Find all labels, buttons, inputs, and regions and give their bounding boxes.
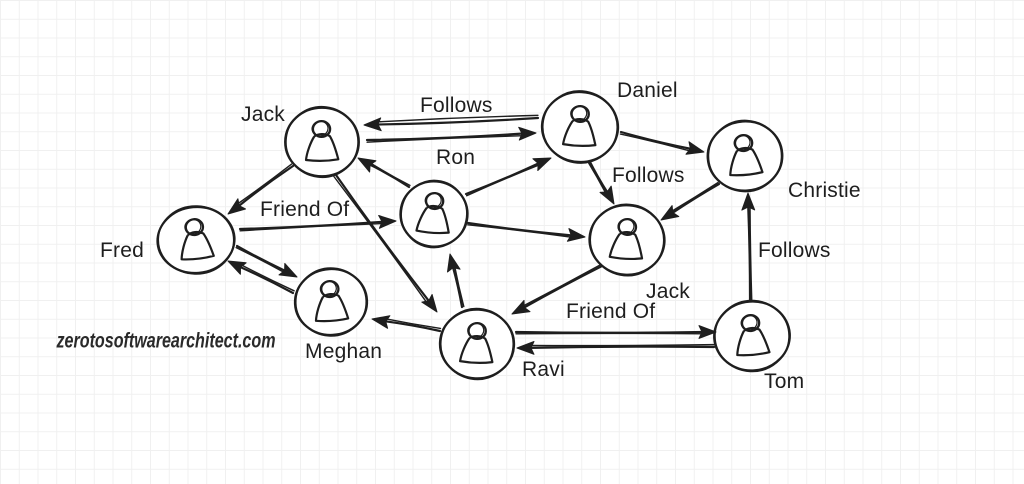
svg-text:Follows: Follows — [758, 239, 831, 262]
svg-text:Fred: Fred — [100, 239, 144, 262]
svg-text:Ron: Ron — [436, 146, 475, 169]
svg-text:Jack: Jack — [646, 280, 690, 303]
svg-text:Follows: Follows — [420, 94, 493, 117]
svg-text:Meghan: Meghan — [305, 340, 382, 363]
svg-text:Follows: Follows — [612, 164, 685, 187]
svg-text:zerotosoftwarearchitect.com: zerotosoftwarearchitect.com — [56, 330, 276, 353]
svg-text:Tom: Tom — [764, 370, 804, 393]
svg-text:Friend Of: Friend Of — [566, 300, 655, 323]
svg-text:Daniel: Daniel — [617, 79, 678, 102]
svg-text:Friend Of: Friend Of — [260, 198, 349, 221]
svg-text:Christie: Christie — [788, 179, 861, 202]
svg-text:Jack: Jack — [241, 103, 285, 126]
svg-text:Ravi: Ravi — [522, 358, 565, 381]
